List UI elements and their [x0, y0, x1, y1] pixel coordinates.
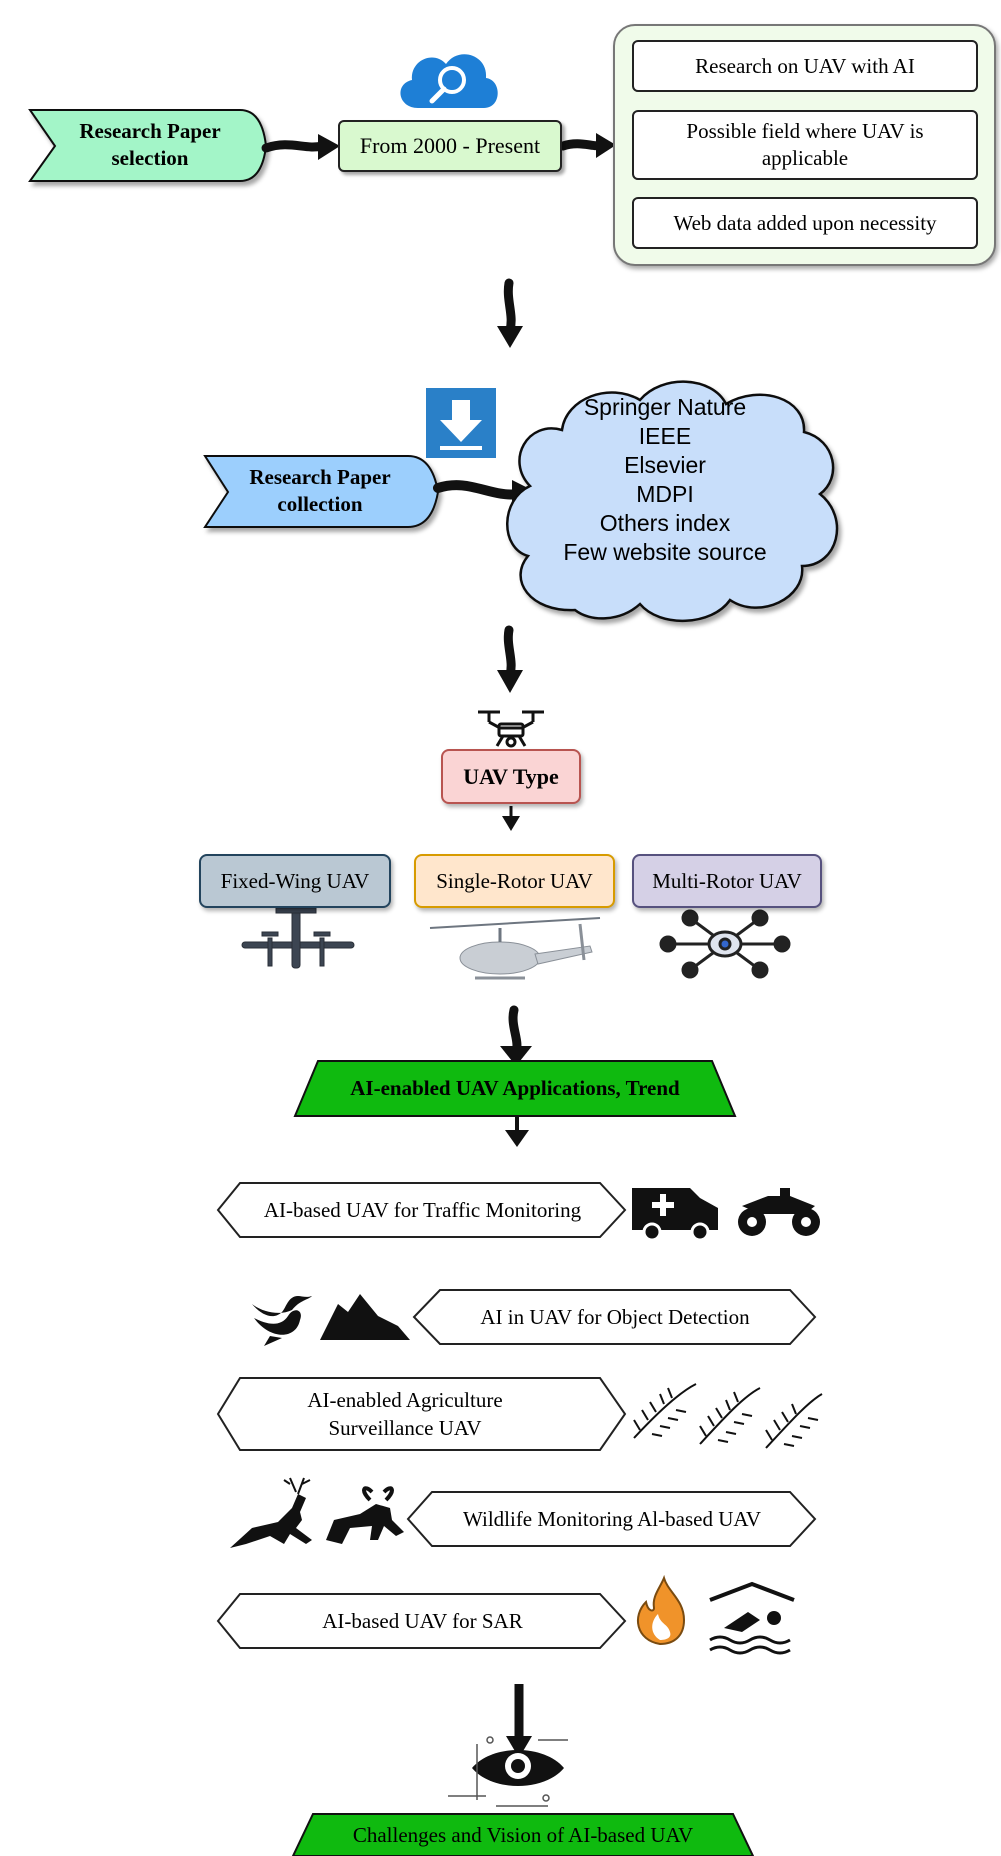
final-shape	[291, 1813, 755, 1856]
atv-icon	[738, 1188, 820, 1236]
application-agriculture: AI-enabled Agriculture Surveillance UAV	[307, 1388, 503, 1440]
database-others: Others index	[599, 510, 731, 536]
uav-type-multi-rotor: Multi-Rotor UAV	[632, 854, 822, 908]
arrow-1-2	[503, 278, 516, 335]
criteria-item-fields: Possible field where UAV is applicable	[632, 110, 978, 180]
app-pill-detection	[412, 1289, 817, 1345]
application-traffic: AI-based UAV for Traffic Monitoring	[263, 1198, 582, 1222]
database-cloud	[506, 380, 839, 623]
collection-label: Research Paper collection	[249, 465, 391, 516]
app-pill-wildlife	[406, 1491, 817, 1547]
application-sar: AI-based UAV for SAR	[322, 1609, 523, 1633]
selection-label: Research Paper selection	[79, 119, 221, 170]
uav-type-title: UAV Type	[441, 749, 581, 804]
app-pill-traffic	[216, 1182, 627, 1238]
multi-rotor-uav-image	[659, 909, 791, 979]
database-websites: Few website source	[563, 539, 767, 565]
arrow-period-to-criteria	[558, 139, 605, 151]
arrow-selection-to-period	[261, 140, 327, 153]
single-rotor-uav-image	[429, 917, 601, 980]
app-pill-sar	[216, 1593, 627, 1649]
search-cloud-icon	[400, 54, 498, 108]
final-title: Challenges and Vision of AI-based UAV	[352, 1822, 694, 1847]
application-detection: AI in UAV for Object Detection	[480, 1305, 750, 1329]
application-wildlife: Wildlife Monitoring Al-based UAV	[463, 1507, 761, 1531]
uav-type-single-rotor: Single-Rotor UAV	[414, 854, 615, 908]
download-icon	[426, 388, 496, 458]
bird-icon	[252, 1296, 312, 1346]
vision-eye-icon	[448, 1736, 568, 1807]
ambulance-icon	[632, 1188, 718, 1242]
drone-icon	[478, 710, 544, 748]
leaf-branch-icon	[633, 1383, 823, 1449]
database-list: Springer Nature IEEE Elsevier MDPI Other…	[520, 393, 810, 567]
arrow-3-4	[508, 1005, 522, 1057]
app-pill-agriculture	[216, 1377, 627, 1451]
deer-icon	[230, 1477, 312, 1548]
trend-shape	[293, 1060, 737, 1117]
criteria-item-web: Web data added upon necessity	[632, 197, 978, 249]
database-elsevier: Elsevier	[624, 452, 706, 478]
database-mdpi: MDPI	[636, 481, 694, 507]
swimming-icon	[709, 1581, 795, 1655]
arrow-collection-to-databases	[433, 480, 525, 500]
uav-type-fixed-wing: Fixed-Wing UAV	[199, 854, 391, 908]
fixed-wing-uav-image	[241, 907, 355, 969]
database-ieee: IEEE	[638, 423, 692, 449]
period-box: From 2000 - Present	[338, 120, 562, 172]
database-springer: Springer Nature	[583, 394, 747, 420]
moose-icon	[326, 1486, 404, 1544]
criteria-item-ai: Research on UAV with AI	[632, 40, 978, 92]
mountain-icon	[320, 1294, 410, 1340]
trend-title: AI-enabled UAV Applications, Trend	[350, 1076, 680, 1100]
arrow-2-3	[503, 625, 516, 680]
fire-icon	[637, 1574, 686, 1646]
